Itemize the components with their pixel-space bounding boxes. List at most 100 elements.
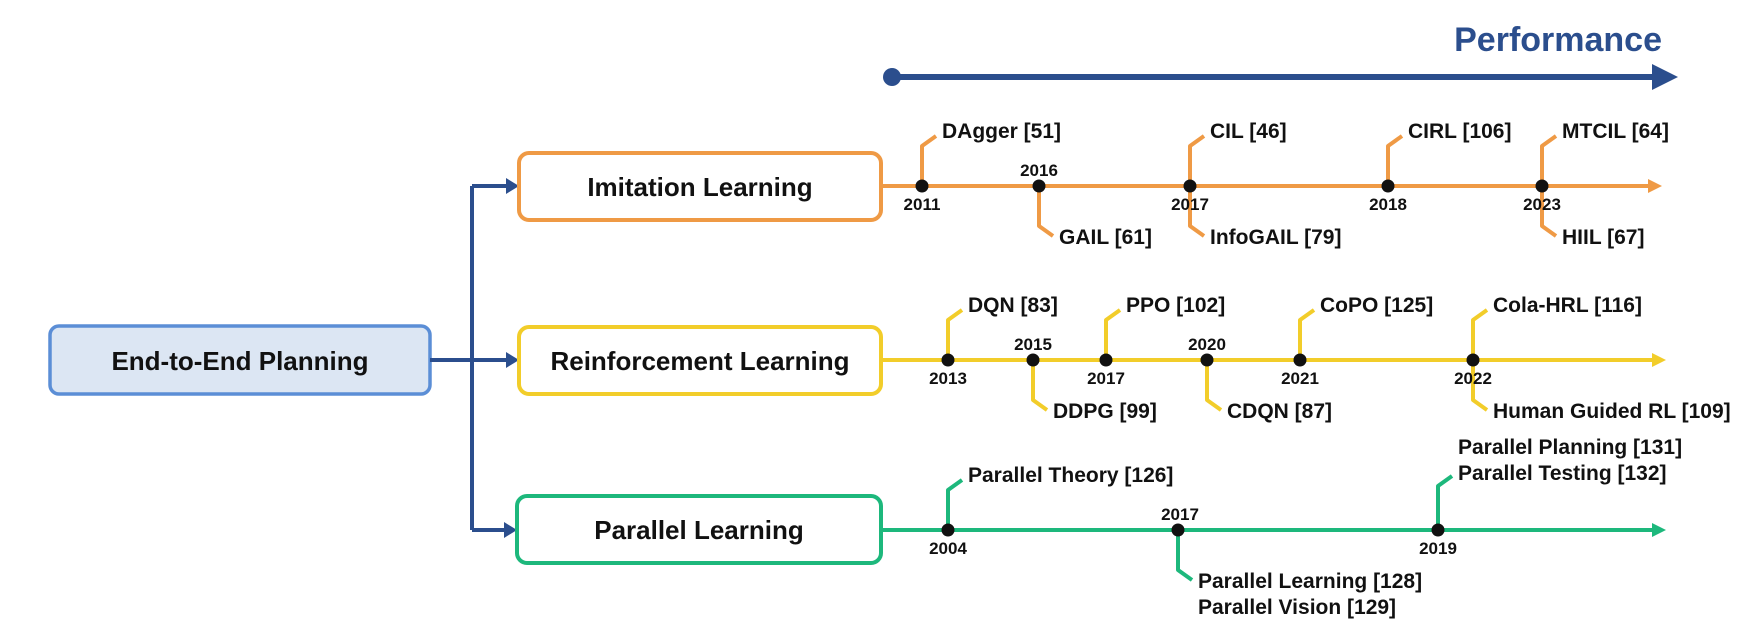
method-callout: MTCIL [64] (1540, 120, 1669, 186)
method-label: CoPO [125] (1320, 294, 1433, 317)
year-dot (1026, 353, 1040, 367)
performance-indicator: Performance (883, 21, 1678, 90)
connector-arrowhead (506, 352, 519, 368)
year-dot (1032, 179, 1046, 193)
root-connectors (430, 178, 519, 538)
category-imitation: Imitation Learning (517, 151, 883, 222)
year-dot (1466, 353, 1480, 367)
method-callout: InfoGAIL [79] (1188, 186, 1341, 249)
year-label: 2018 (1369, 195, 1407, 214)
callout-leader-line (1386, 134, 1404, 186)
method-callout: PPO [102] (1104, 294, 1225, 360)
method-label: Parallel Theory [126] (968, 464, 1173, 487)
year-dot (1535, 179, 1549, 193)
year-label: 2017 (1171, 195, 1209, 214)
category-parallel: Parallel Learning (515, 494, 883, 565)
reinforcement-timeline: DQN [83] DDPG [99] PPO [102] CDQN [87] CoPO … (881, 294, 1731, 423)
method-callout: Cola-HRL [116] (1471, 294, 1642, 360)
callout-leader-line (1298, 308, 1316, 360)
method-label: Human Guided RL [109] (1493, 400, 1731, 423)
callout-leader-line (1205, 360, 1223, 412)
callout-leader-line (1188, 186, 1206, 238)
method-label: Parallel Planning [131] (1458, 436, 1682, 459)
year-dot (1200, 353, 1214, 367)
year-dot (1171, 523, 1185, 537)
method-label: Parallel Vision [129] (1198, 596, 1396, 619)
reinforcement-timeline-arrowhead (1652, 353, 1666, 367)
method-label: HIIL [67] (1562, 226, 1644, 249)
method-label: PPO [102] (1126, 294, 1225, 317)
year-dot (1431, 523, 1445, 537)
method-callout: DDPG [99] (1031, 360, 1157, 423)
method-label: CIL [46] (1210, 120, 1287, 143)
year-label: 2015 (1014, 335, 1052, 354)
timelines: DAgger [51] GAIL [61] CIL [46] InfoGAIL [79… (881, 120, 1731, 619)
method-label: CIRL [106] (1408, 120, 1511, 143)
method-label: GAIL [61] (1059, 226, 1152, 249)
year-dot (1183, 179, 1197, 193)
method-label: CDQN [87] (1227, 400, 1332, 423)
imitation-timeline: DAgger [51] GAIL [61] CIL [46] InfoGAIL [79… (881, 120, 1669, 249)
callout-leader-line (1471, 308, 1489, 360)
year-label: 2004 (929, 539, 967, 558)
callout-leader-line (1436, 474, 1454, 530)
method-label: InfoGAIL [79] (1210, 226, 1341, 249)
method-callout: CoPO [125] (1298, 294, 1433, 360)
parallel-timeline-arrowhead (1652, 523, 1666, 537)
year-dot (1099, 353, 1113, 367)
parallel-learning-label: Parallel Learning (594, 515, 804, 545)
method-callout: CDQN [87] (1205, 360, 1332, 423)
method-callout: Parallel Theory [126] (946, 464, 1173, 530)
callout-leader-line (1188, 134, 1206, 186)
method-label: Cola-HRL [116] (1493, 294, 1642, 317)
root-label: End-to-End Planning (111, 346, 368, 376)
method-callout: CIRL [106] (1386, 120, 1511, 186)
root-node: End-to-End Planning (48, 324, 432, 396)
method-callout: HIIL [67] (1540, 186, 1644, 249)
reinforcement-learning-label: Reinforcement Learning (550, 346, 849, 376)
year-label: 2023 (1523, 195, 1561, 214)
year-label: 2019 (1419, 539, 1457, 558)
callout-leader-line (920, 134, 938, 186)
performance-label: Performance (1454, 21, 1662, 59)
year-dot (1293, 353, 1307, 367)
connector-arrowhead (504, 522, 517, 538)
method-callout: Parallel Planning [131] Parallel Testing … (1436, 436, 1682, 530)
year-label: 2011 (904, 195, 941, 214)
year-dot (941, 523, 955, 537)
year-label: 2017 (1087, 369, 1125, 388)
method-callout: CIL [46] (1188, 120, 1287, 186)
method-callout: DAgger [51] (920, 120, 1061, 186)
method-callout: Human Guided RL [109] (1471, 360, 1731, 423)
callout-leader-line (1031, 360, 1049, 412)
method-callout: Parallel Learning [128] Parallel Vision [… (1176, 530, 1422, 619)
method-label: Parallel Testing [132] (1458, 462, 1667, 485)
year-label: 2016 (1020, 161, 1058, 180)
year-label: 2021 (1281, 369, 1319, 388)
connector-arrowhead (506, 178, 519, 194)
callout-leader-line (946, 308, 964, 360)
year-dot (941, 353, 955, 367)
imitation-timeline-arrowhead (1648, 179, 1662, 193)
method-label: DAgger [51] (942, 120, 1061, 143)
method-label: Parallel Learning [128] (1198, 570, 1422, 593)
callout-leader-line (1540, 134, 1558, 186)
method-label: MTCIL [64] (1562, 120, 1669, 143)
method-label: DQN [83] (968, 294, 1058, 317)
callout-leader-line (1037, 186, 1055, 238)
method-label: DDPG [99] (1053, 400, 1157, 423)
callout-leader-line (946, 478, 964, 530)
year-dot (1381, 179, 1395, 193)
callout-leader-line (1104, 308, 1122, 360)
year-dot (915, 179, 929, 193)
method-callout: GAIL [61] (1037, 186, 1152, 249)
year-label: 2013 (929, 369, 967, 388)
year-label: 2020 (1188, 335, 1226, 354)
performance-arrowhead (1652, 64, 1678, 90)
category-reinforcement: Reinforcement Learning (517, 325, 883, 396)
parallel-timeline: Parallel Theory [126] Parallel Learning [… (881, 436, 1682, 619)
year-label: 2022 (1454, 369, 1492, 388)
callout-leader-line (1471, 360, 1489, 412)
year-label: 2017 (1161, 505, 1199, 524)
